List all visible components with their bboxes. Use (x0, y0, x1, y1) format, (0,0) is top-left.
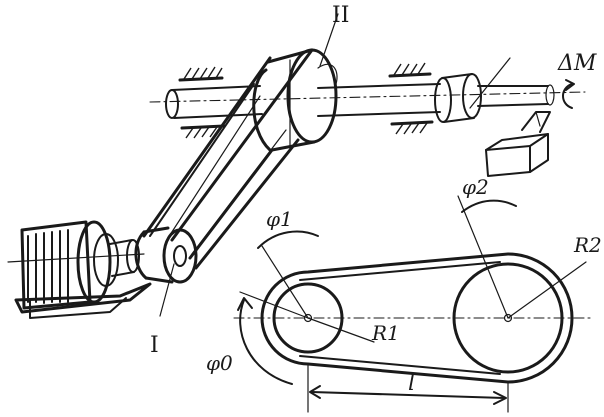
phi1-label: φ1 (266, 207, 293, 231)
load-block (485, 111, 551, 177)
phi0-label: φ0 (206, 351, 233, 375)
moment-label: ΔM (557, 51, 597, 76)
belt-3d (142, 48, 314, 270)
bearing-right (388, 62, 434, 135)
pulley-upper-label: II (332, 3, 349, 28)
r1-label: R1 (371, 321, 400, 345)
pulley-lower: I (134, 226, 198, 358)
pulley-upper: II (252, 3, 349, 152)
schematic: R1 R2 φ1 φ2 φ0 l (206, 175, 602, 413)
electric-motor (7, 220, 152, 319)
phi2-label: φ2 (462, 175, 489, 199)
upper-shaft (149, 83, 586, 119)
r2-label: R2 (573, 233, 602, 257)
center-distance-label: l (408, 371, 415, 396)
bearing-left (178, 66, 226, 139)
pulley-lower-label: I (150, 333, 159, 358)
moment-arrow: ΔM (557, 51, 597, 109)
shaft-hub (434, 57, 511, 123)
